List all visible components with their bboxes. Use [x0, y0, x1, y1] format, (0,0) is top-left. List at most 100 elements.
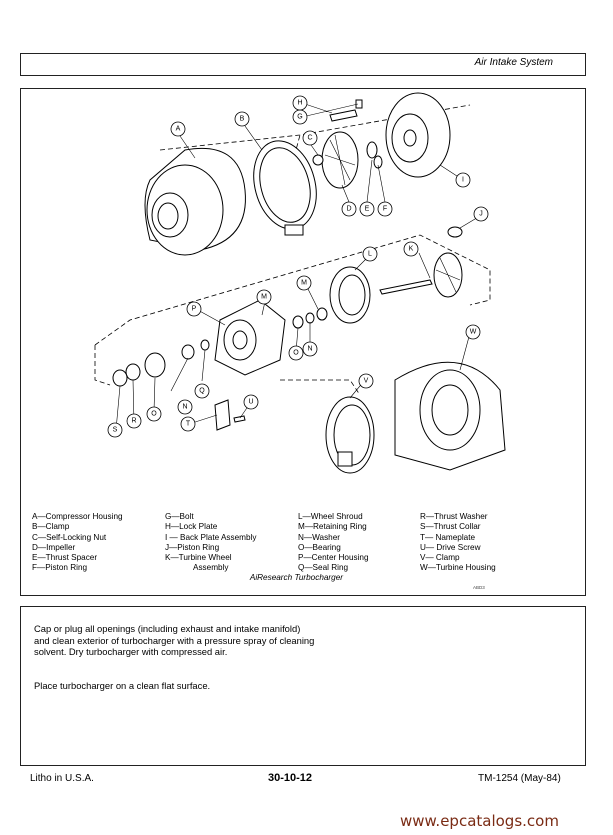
svg-text:O: O	[151, 411, 157, 418]
bolt	[329, 109, 358, 122]
callout-i: I	[455, 172, 471, 188]
svg-text:E: E	[365, 206, 370, 213]
legend-item: N—Washer	[298, 532, 341, 542]
callout-e: E	[359, 201, 375, 217]
svg-text:H: H	[297, 100, 302, 107]
legend-item: F—Piston Ring	[32, 563, 88, 573]
svg-text:Q: Q	[199, 388, 205, 395]
callout-k: K	[403, 241, 419, 257]
callout-s: S	[107, 422, 123, 438]
legend-item: I — Back Plate Assembly	[165, 532, 257, 542]
legend-column-3: L—Wheel Shroud M—Retaining Ring N—Washer…	[298, 512, 369, 574]
turbine-wheel-assembly	[379, 252, 463, 298]
center-housing	[214, 299, 286, 376]
footer-litho: Litho in U.S.A.	[30, 773, 94, 784]
callout-q: Q	[194, 383, 210, 399]
piston-ring-f	[373, 155, 383, 169]
seal-ring	[200, 339, 210, 351]
svg-text:D: D	[346, 206, 351, 213]
svg-text:T: T	[186, 421, 191, 428]
svg-text:U: U	[248, 399, 253, 406]
figure-code: ABD3	[473, 585, 485, 590]
turbine-housing	[394, 361, 506, 471]
svg-text:N: N	[307, 346, 312, 353]
callout-p: P	[186, 301, 202, 317]
legend-item: Q—Seal Ring	[298, 563, 349, 573]
svg-text:N: N	[182, 404, 187, 411]
washer-left	[125, 363, 141, 381]
instruction-paragraph-2: Place turbocharger on a clean flat surfa…	[34, 680, 211, 691]
callout-c: C	[302, 130, 318, 146]
legend-item: J—Piston Ring	[165, 542, 220, 552]
svg-text:R: R	[131, 418, 136, 425]
legend-item: R—Thrust Washer	[420, 512, 488, 521]
legend-item: O—Bearing	[298, 542, 341, 552]
callout-o-upper: O	[288, 345, 304, 361]
drive-screw	[233, 415, 246, 423]
legend-item: V— Clamp	[420, 553, 460, 563]
instruction-paragraph-1: Cap or plug all openings (including exha…	[34, 623, 315, 658]
svg-text:G: G	[297, 114, 302, 121]
turbocharger-exploded-diagram: A B C D E F G H I J K L M M N N O O P Q …	[94, 92, 506, 474]
back-plate-assembly	[385, 92, 451, 178]
svg-text:M: M	[301, 280, 307, 287]
thrust-collar	[112, 369, 128, 387]
svg-text:I: I	[462, 177, 464, 184]
legend-column-4: R—Thrust Washer S—Thrust Collar T— Namep…	[420, 512, 496, 574]
washer	[305, 312, 315, 324]
callout-l: L	[362, 246, 378, 262]
callout-m-upper: M	[296, 275, 312, 291]
callout-g: G	[292, 109, 308, 125]
legend-item: U— Drive Screw	[420, 542, 481, 552]
legend-item: D—Impeller	[32, 542, 76, 552]
figure-box	[20, 88, 586, 596]
legend-item: G—Bolt	[165, 512, 194, 521]
legend-item: L—Wheel Shroud	[298, 512, 363, 521]
svg-text:K: K	[409, 246, 414, 253]
legend-item: T— Nameplate	[420, 532, 476, 542]
footer-page-number: 30-10-12	[268, 772, 313, 784]
middle-envelope-line	[94, 234, 491, 386]
compressor-housing	[144, 147, 246, 256]
nameplate	[214, 399, 231, 431]
bearing	[292, 315, 304, 329]
svg-text:M: M	[261, 294, 267, 301]
thrust-washer	[181, 344, 195, 360]
legend-item: A—Compressor Housing	[32, 512, 123, 521]
callout-d: D	[341, 201, 357, 217]
svg-text:J: J	[479, 211, 483, 218]
callout-r: R	[126, 413, 142, 429]
svg-text:W: W	[470, 329, 477, 336]
impeller	[321, 131, 359, 189]
text-box	[20, 606, 586, 766]
legend-item: C—Self-Locking Nut	[32, 532, 107, 542]
callout-u: U	[243, 394, 259, 410]
legend-item: B—Clamp	[32, 522, 70, 532]
legend-item: K—Turbine Wheel	[165, 553, 232, 563]
piston-ring-j	[447, 226, 463, 238]
callout-v: V	[358, 373, 374, 389]
callout-h: H	[292, 95, 308, 111]
svg-text:S: S	[113, 427, 118, 434]
callout-f: F	[377, 201, 393, 217]
legend-item-continuation: Assembly	[193, 563, 229, 573]
svg-text:P: P	[192, 306, 197, 313]
section-title: Air Intake System	[474, 57, 553, 68]
self-locking-nut	[312, 154, 324, 166]
wheel-shroud	[329, 266, 371, 324]
svg-text:O: O	[293, 350, 299, 357]
callout-j: J	[473, 206, 489, 222]
svg-text:L: L	[368, 251, 372, 258]
section-header-box: Air Intake System	[20, 53, 586, 76]
legend-item: P—Center Housing	[298, 553, 369, 563]
figure-caption: AiResearch Turbocharger	[249, 573, 343, 582]
retaining-ring	[316, 307, 328, 321]
lock-plate	[355, 99, 363, 109]
clamp-v	[325, 396, 375, 474]
legend-item: S—Thrust Collar	[420, 522, 481, 532]
callout-n-lower: N	[177, 399, 193, 415]
watermark: www.epcatalogs.com	[400, 812, 559, 830]
callout-t: T	[180, 416, 196, 432]
svg-text:B: B	[240, 116, 245, 123]
legend-column-1: A—Compressor Housing B—Clamp C—Self-Lock…	[32, 512, 123, 574]
